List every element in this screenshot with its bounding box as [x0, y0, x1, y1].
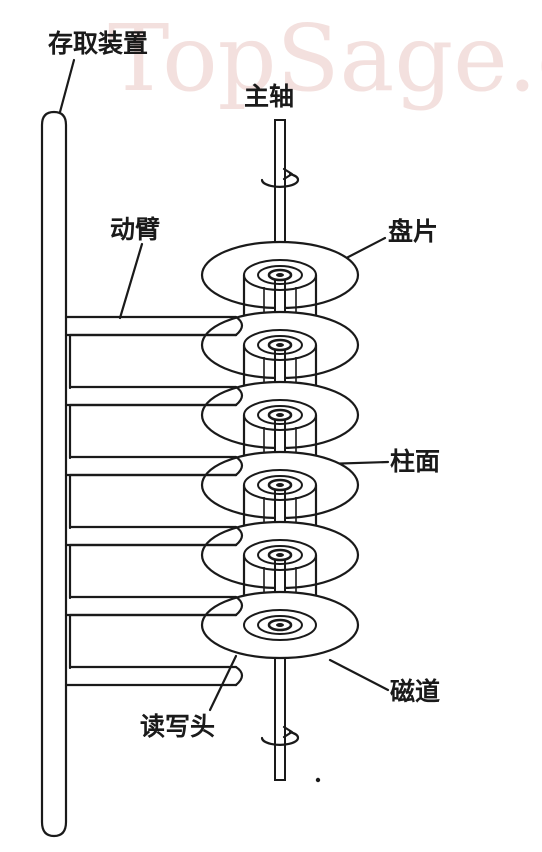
arm-loop	[68, 333, 238, 390]
arm-loop	[68, 473, 238, 530]
track-ring-inner	[257, 265, 303, 285]
rotation-arrow-top	[260, 172, 300, 188]
read-write-head	[234, 525, 244, 547]
track-ring-inner	[257, 545, 303, 565]
rotation-arrow-bottom	[260, 730, 300, 746]
track-ring	[243, 399, 317, 431]
track-ring-inner	[257, 615, 303, 635]
track-ring	[243, 539, 317, 571]
platter-label: 盘片	[388, 217, 438, 246]
track-ring-inner	[257, 335, 303, 355]
rotation-arrowhead-bottom	[282, 725, 294, 739]
track-label: 磁道	[390, 677, 440, 706]
spindle-cross-section	[276, 413, 284, 417]
read-write-head	[234, 385, 244, 407]
track-ring-inner	[257, 405, 303, 425]
spindle-label: 主轴	[244, 82, 294, 111]
track-ring	[243, 329, 317, 361]
arm-leader	[118, 242, 144, 320]
speck-mark	[315, 777, 321, 783]
spindle-cross-section	[276, 273, 284, 277]
watermark-text: TopSage.c	[108, 5, 542, 112]
read-write-head	[234, 665, 244, 687]
arm-loop	[68, 403, 238, 460]
rotation-arrowhead-top	[282, 167, 294, 181]
spindle-cross-section	[276, 483, 284, 487]
arm-loop	[68, 543, 238, 600]
access-device-leader	[58, 58, 76, 114]
head-leader	[208, 654, 238, 712]
track-ring	[243, 259, 317, 291]
cylinder-label: 柱面	[390, 447, 440, 476]
access-device-label: 存取装置	[48, 29, 148, 58]
read-write-head	[234, 315, 244, 337]
spindle-cross-section	[276, 553, 284, 557]
access-device-bar	[40, 110, 68, 838]
arm-loop	[68, 613, 238, 670]
head-label: 读写头	[140, 712, 215, 741]
spindle-cross-section	[276, 343, 284, 347]
track-leader	[328, 658, 390, 692]
read-write-head	[234, 455, 244, 477]
track-ring-inner	[257, 475, 303, 495]
track-ring	[243, 609, 317, 641]
track-ring	[243, 469, 317, 501]
read-write-head	[234, 595, 244, 617]
arm-label: 动臂	[110, 215, 160, 244]
spindle-cross-section	[276, 623, 284, 627]
disk-stack	[64, 119, 360, 781]
